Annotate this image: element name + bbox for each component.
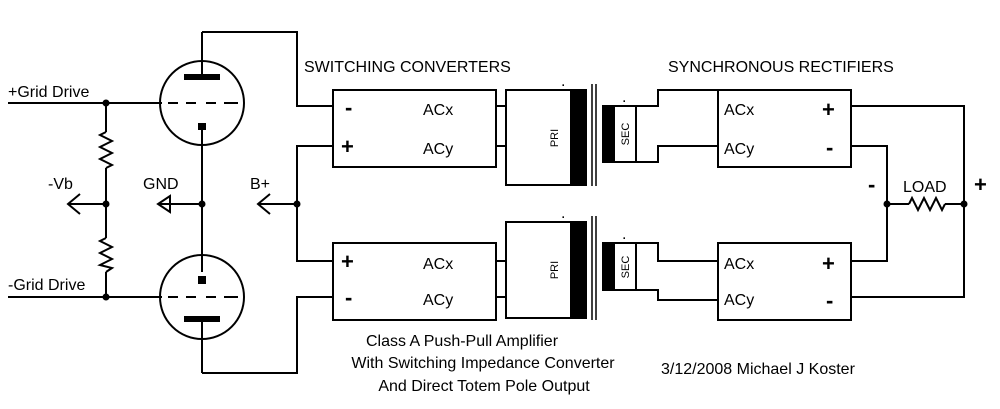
primary-dot-top: . bbox=[561, 73, 565, 90]
rectifier-bottom-output-b: - bbox=[826, 288, 833, 313]
rectifier-top: ACx ACy + - bbox=[717, 89, 852, 168]
ground-symbol-icon bbox=[156, 194, 171, 214]
converter-bottom-output-a: ACx bbox=[423, 256, 453, 273]
heading-synchronous-rectifiers: SYNCHRONOUS RECTIFIERS bbox=[668, 59, 894, 76]
rectifier-top-input-a: ACx bbox=[724, 102, 754, 119]
bias-supply-arrow-icon bbox=[66, 193, 81, 215]
bplus-supply-arrow-icon bbox=[256, 193, 271, 215]
converter-bottom-output-b: ACy bbox=[423, 292, 453, 309]
ground-label: GND bbox=[143, 176, 179, 193]
converter-top: - + ACx ACy bbox=[332, 89, 497, 168]
converter-bottom-input-b: - bbox=[345, 285, 352, 310]
rectifier-bottom: ACx ACy + - bbox=[717, 242, 852, 321]
minus-grid-drive-label: -Grid Drive bbox=[8, 277, 85, 294]
bias-voltage-label: -Vb bbox=[48, 176, 73, 193]
converter-top-input-b: + bbox=[341, 134, 354, 159]
load-plus-label: + bbox=[974, 172, 987, 197]
converter-bottom-input-a: + bbox=[341, 249, 354, 274]
grid-resistor-top bbox=[97, 131, 115, 169]
rectifier-bottom-output-a: + bbox=[822, 251, 835, 276]
caption-line-1: Class A Push-Pull Amplifier bbox=[366, 333, 559, 350]
secondary-label-bottom: SEC bbox=[620, 256, 632, 279]
grid-resistor-bottom bbox=[97, 237, 115, 273]
rectifier-top-output-b: - bbox=[826, 135, 833, 160]
secondary-dot-top: . bbox=[622, 89, 626, 106]
converter-bottom: + - ACx ACy bbox=[332, 242, 497, 321]
caption-line-2: With Switching Impedance Converter bbox=[351, 355, 615, 372]
load-minus-label: - bbox=[868, 172, 875, 197]
bplus-label: B+ bbox=[250, 176, 270, 193]
transformer-bottom: PRI SEC . . bbox=[505, 205, 637, 320]
rectifier-bottom-input-b: ACy bbox=[724, 292, 754, 309]
tube-top-icon bbox=[159, 60, 245, 146]
rectifier-top-input-b: ACy bbox=[724, 141, 754, 158]
secondary-dot-bottom: . bbox=[622, 226, 626, 243]
credit-line: 3/12/2008 Michael J Koster bbox=[661, 361, 856, 378]
primary-label-top: PRI bbox=[549, 129, 561, 147]
transformer-top: PRI SEC . . bbox=[505, 73, 637, 186]
junction-dots bbox=[102, 99, 968, 301]
heading-switching-converters: SWITCHING CONVERTERS bbox=[304, 59, 511, 76]
plus-grid-drive-label: +Grid Drive bbox=[8, 84, 89, 101]
primary-dot-bottom: . bbox=[561, 205, 565, 222]
converter-top-output-b: ACy bbox=[423, 141, 453, 158]
converter-top-output-a: ACx bbox=[423, 102, 453, 119]
load-resistor bbox=[908, 195, 946, 213]
primary-label-bottom: PRI bbox=[549, 261, 561, 279]
converter-top-input-a: - bbox=[345, 95, 352, 120]
wires bbox=[8, 31, 965, 374]
caption-line-3: And Direct Totem Pole Output bbox=[378, 378, 590, 395]
secondary-label-top: SEC bbox=[620, 123, 632, 146]
load-label: LOAD bbox=[903, 179, 947, 196]
tube-bottom-icon bbox=[159, 254, 245, 340]
labels: SWITCHING CONVERTERS SYNCHRONOUS RECTIFI… bbox=[8, 59, 987, 395]
rectifier-bottom-input-a: ACx bbox=[724, 256, 754, 273]
rectifier-top-output-a: + bbox=[822, 97, 835, 122]
